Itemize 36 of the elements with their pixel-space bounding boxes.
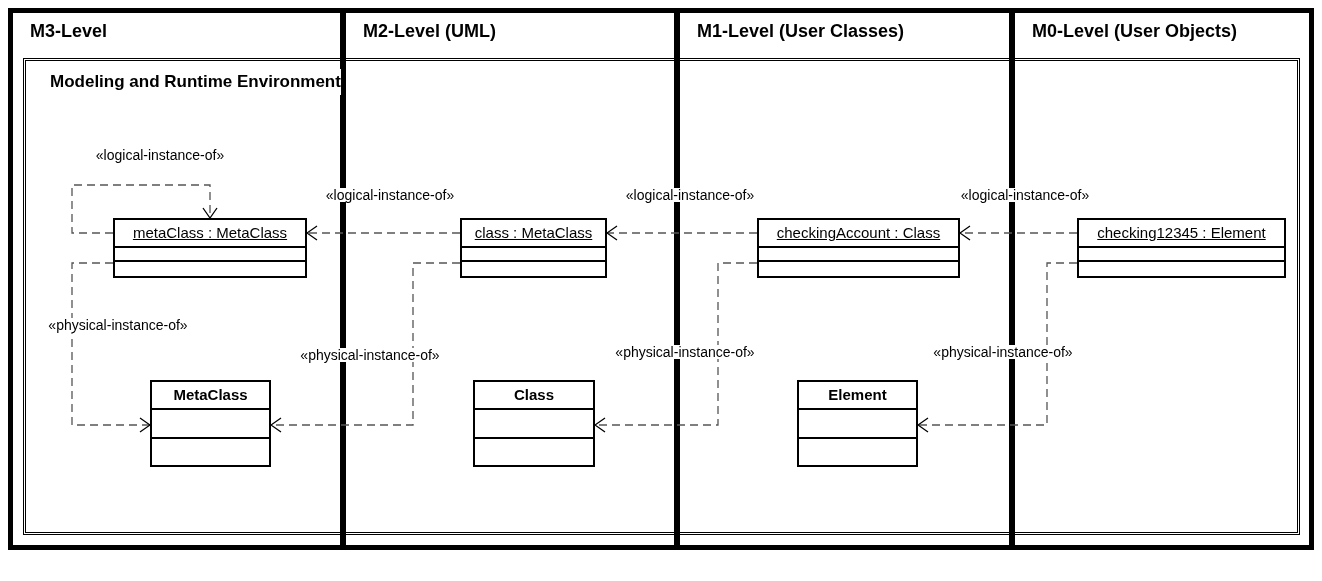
class-box: [150, 380, 271, 467]
object-box: [757, 218, 960, 278]
object-name: metaClass : MetaClass: [132, 222, 288, 243]
environment-frame: [23, 58, 1300, 535]
dependency-arrow: [71, 262, 151, 433]
object-box: [1077, 218, 1286, 278]
class-name: Class: [514, 384, 554, 405]
lane-heading: M2-Level (UML): [363, 20, 496, 43]
dependency-arrow: [606, 225, 758, 241]
frame-heading: Modeling and Runtime Environment: [50, 69, 341, 95]
class-box: [797, 380, 918, 467]
dependency-arrow: [71, 184, 218, 234]
class-name: MetaClass: [173, 384, 248, 405]
dependency-arrow: [306, 225, 461, 241]
edge-label: «logical-instance-of»: [324, 188, 456, 202]
dependency-arrow: [959, 225, 1078, 241]
dependency-arrow: [594, 262, 758, 433]
object-name: checkingAccount : Class: [776, 222, 941, 243]
object-name: checking12345 : Element: [1097, 222, 1266, 243]
edge-label: «physical-instance-of»: [614, 345, 756, 359]
object-box: [460, 218, 607, 278]
lane-heading: M0-Level (User Objects): [1032, 20, 1238, 43]
edge-label: «logical-instance-of»: [624, 188, 756, 202]
class-box: [473, 380, 595, 467]
dependency-arrow: [270, 262, 461, 433]
edge-label: «physical-instance-of»: [299, 348, 441, 362]
dependency-arrow: [917, 262, 1078, 433]
lane-heading: M1-Level (User Classes): [697, 20, 905, 43]
edge-label: «physical-instance-of»: [932, 345, 1074, 359]
object-box: [113, 218, 307, 278]
edge-label: «physical-instance-of»: [47, 318, 189, 332]
edge-label: «logical-instance-of»: [94, 148, 226, 162]
class-name: Element: [828, 384, 887, 405]
edge-label: «logical-instance-of»: [959, 188, 1091, 202]
object-name: class : MetaClass: [474, 222, 593, 243]
lane-heading: M3-Level: [30, 20, 108, 43]
